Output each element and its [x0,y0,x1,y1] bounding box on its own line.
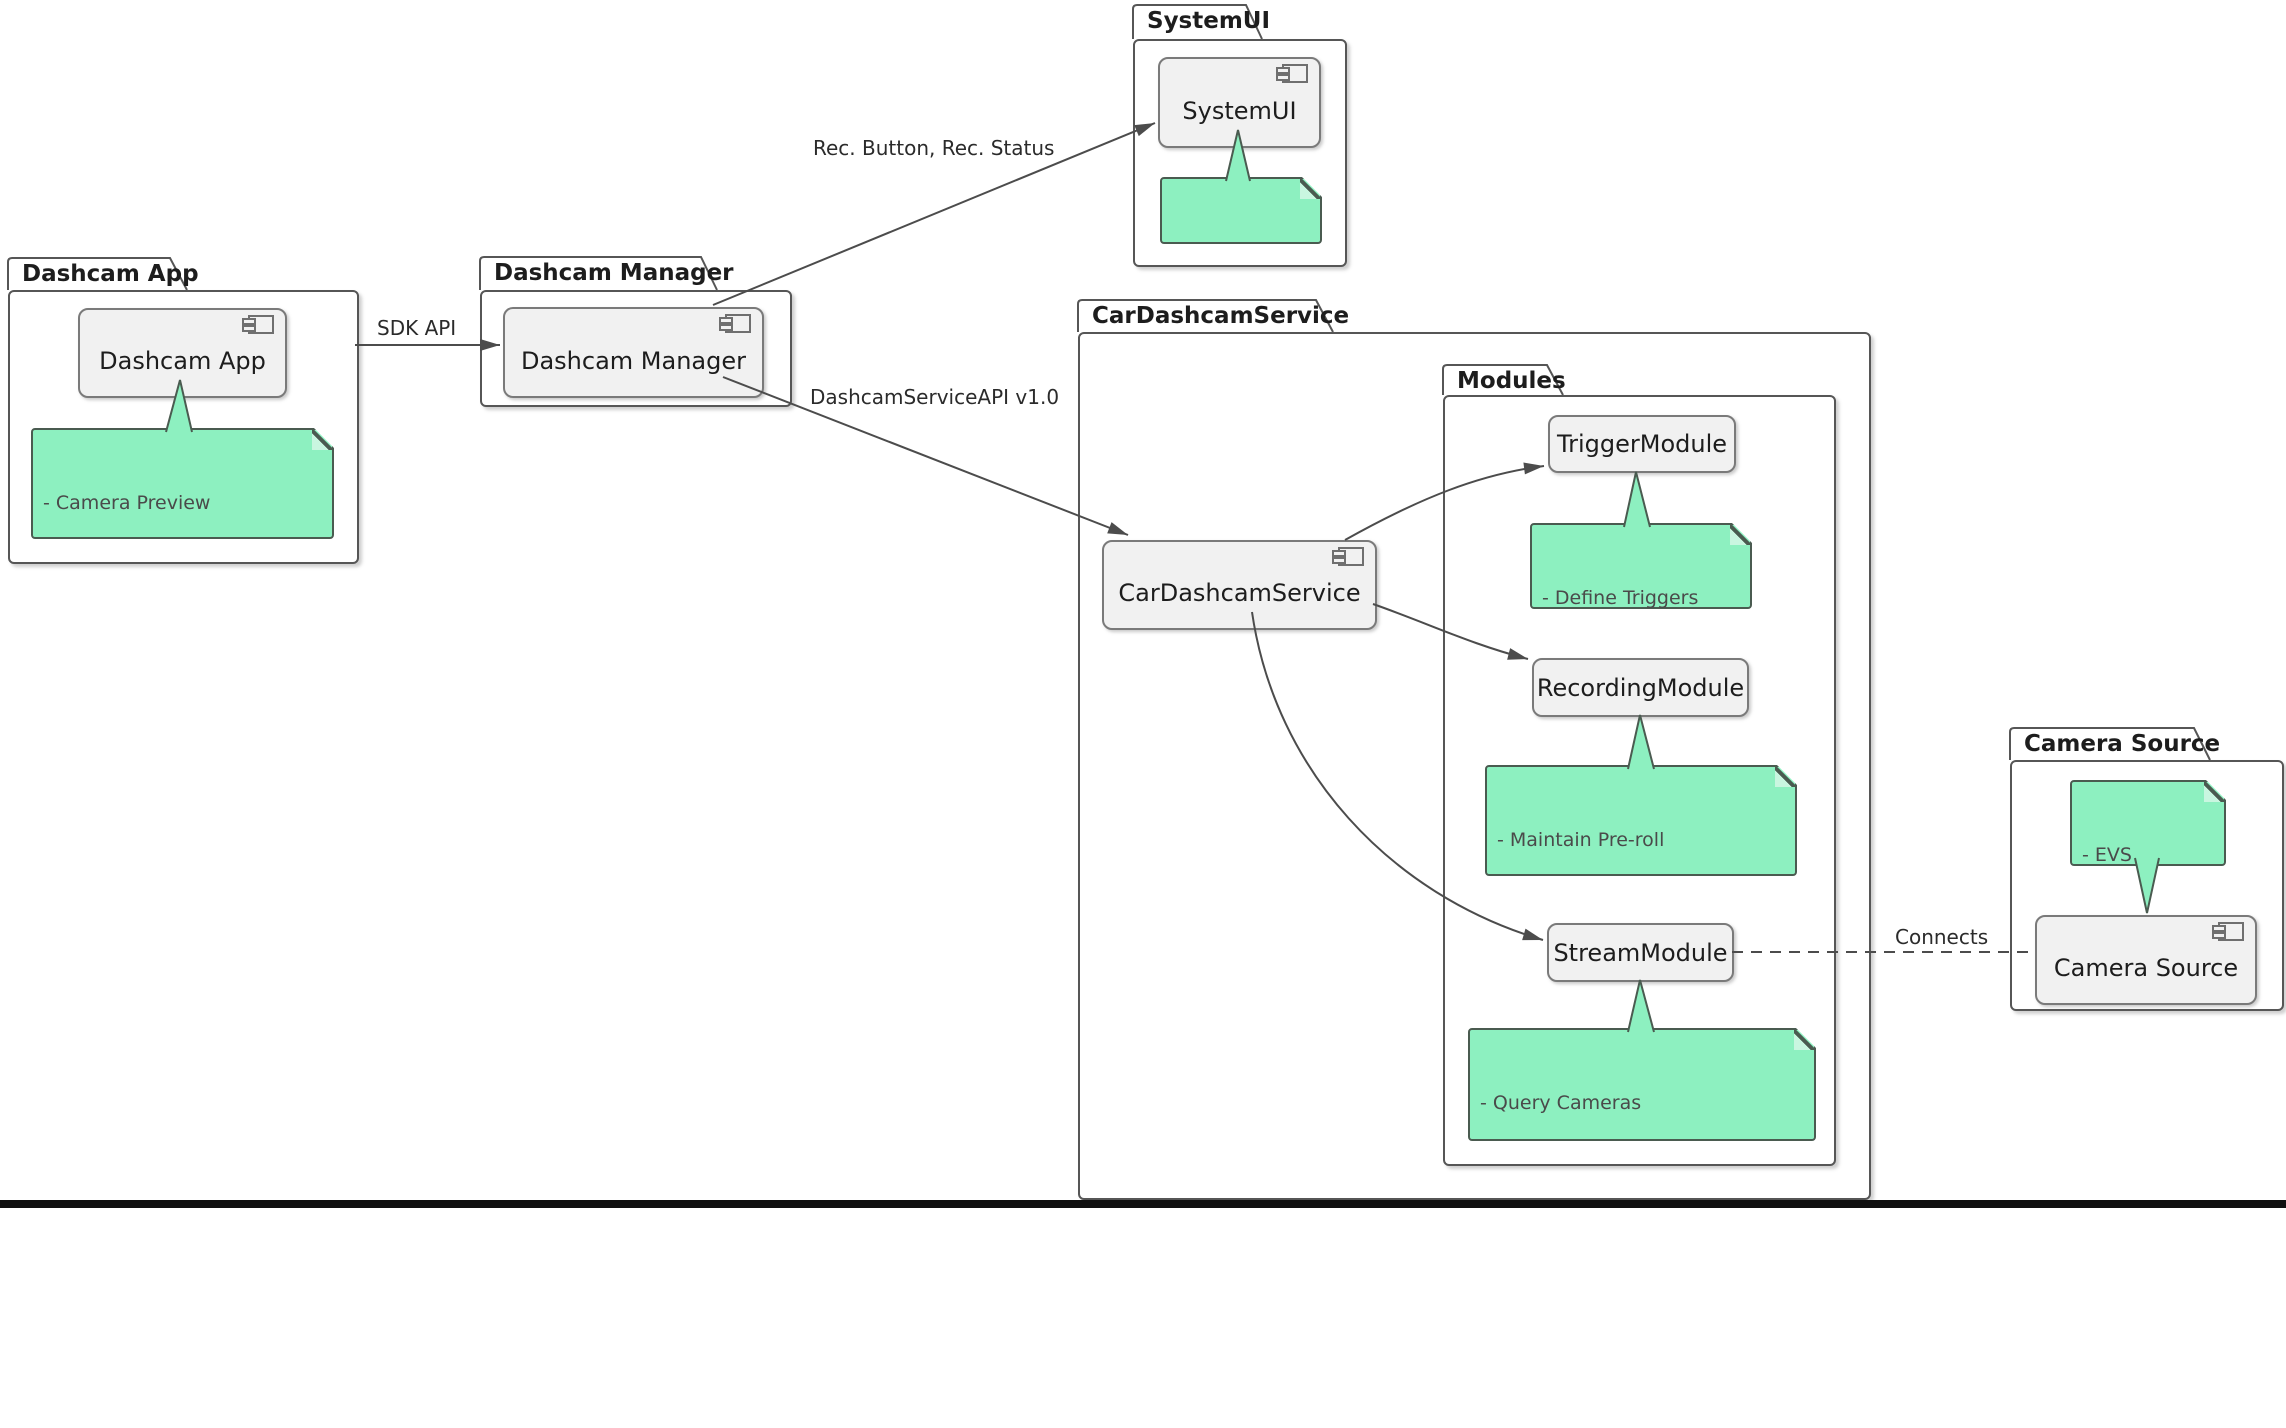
component-dashcam-app: Dashcam App [78,308,287,398]
component-label: Dashcam Manager [520,346,746,375]
component-systemui: SystemUI [1158,57,1321,148]
component-label: Camera Source [2053,954,2239,982]
note-dashcam-app: - Camera Preview - Recordings (Browse, P… [31,428,334,539]
window-edge-bar [0,1200,2286,1208]
component-label: TriggerModule [1556,430,1728,458]
component-diagram: Dashcam App Dashcam Manager SystemUI Car… [0,4,2286,1208]
note-systemui: - Rec. Button - Rec. Status [1160,177,1322,244]
note-camera-source: - EVS - Perception - Camera2 [2070,780,2226,866]
edge-label-rec-button-status: Rec. Button, Rec. Status [813,136,1055,160]
note-line: - Camera Preview [43,492,211,514]
component-recording-module: RecordingModule [1532,658,1749,717]
package-title-camera-source: Camera Source [2024,731,2221,757]
edge-label-dashcam-service-api: DashcamServiceAPI v1.0 [810,385,1060,409]
note-line: (Browse, Playback, Share) [43,648,303,670]
note-line: - Query Cameras [1480,1092,1642,1114]
package-title-modules: Modules [1457,368,1566,394]
component-label: Dashcam App [99,347,266,375]
note-recording-module: - Maintain Pre-roll - Record on Trigger … [1485,765,1797,876]
note-line: - Recordings [43,570,161,592]
note-trigger-module: - Define Triggers - Listen to Triggers -… [1530,523,1752,609]
note-stream-module: - Query Cameras - Preview Stream - Snaps… [1468,1028,1816,1141]
package-title-dashcam-app: Dashcam App [22,261,199,287]
edge-label-sdk-api: SDK API [377,316,457,340]
component-label: RecordingModule [1536,673,1745,702]
package-title-dashcam-manager: Dashcam Manager [494,260,734,286]
note-line: - EVS [2082,844,2132,866]
component-label: StreamModule [1553,938,1728,967]
component-stream-module: StreamModule [1547,923,1734,982]
note-line: - Define Triggers [1542,587,1699,609]
note-line: - Snapshot API [1480,1248,1618,1270]
edge-label-connects: Connects [1895,925,1989,949]
component-label: CarDashcamService [1118,579,1361,607]
note-line-bold: - Camera Source Connection [1480,1326,1784,1348]
component-camera-source: Camera Source [2035,915,2257,1005]
component-label: SystemUI [1182,96,1297,125]
package-title-car-dashcam-service: CarDashcamService [1092,303,1350,329]
component-dashcam-manager: Dashcam Manager [503,307,764,398]
package-title-systemui: SystemUI [1147,8,1271,34]
note-line: - Settings [43,726,134,748]
note-line: - Maintain Pre-roll [1497,829,1665,851]
component-trigger-module: TriggerModule [1548,415,1736,473]
component-car-dashcam-service: CarDashcamService [1102,540,1377,630]
